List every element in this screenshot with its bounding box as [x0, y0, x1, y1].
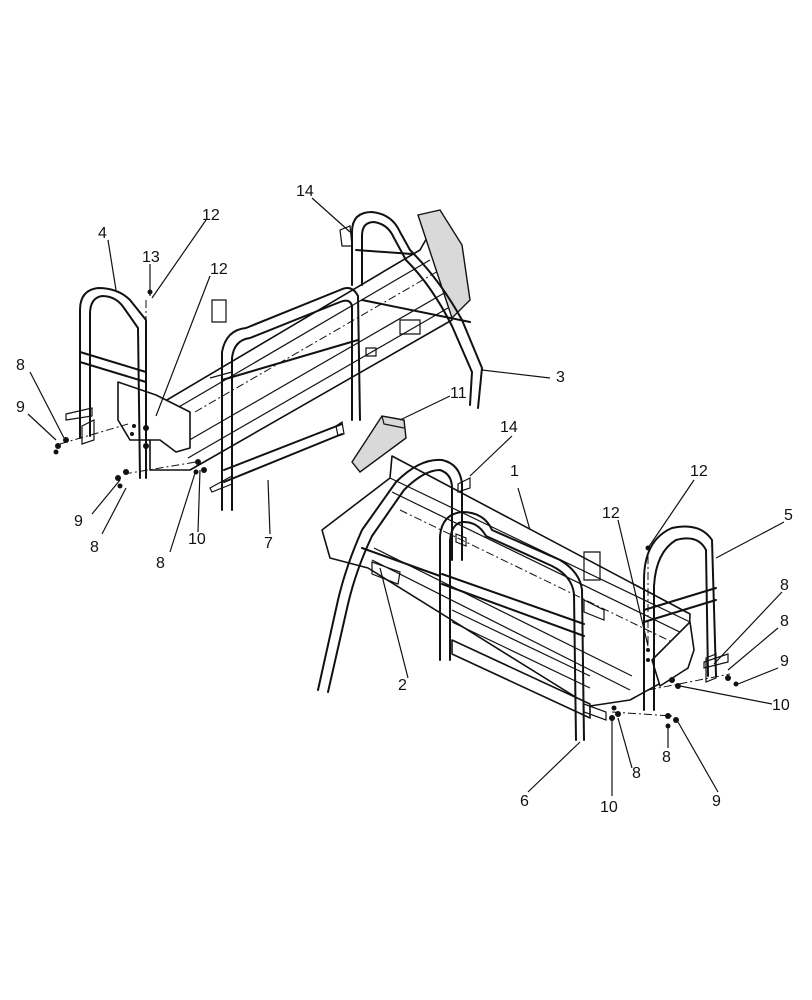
callout-9-lower-right: 9 [780, 653, 789, 670]
callout-11: 11 [450, 385, 467, 402]
handrail-3 [351, 211, 483, 409]
callout-12-upper-2: 12 [210, 261, 228, 278]
bracket-11 [351, 415, 407, 473]
handrail-5 [643, 525, 717, 711]
callout-10-upper: 10 [188, 531, 206, 548]
callout-7: 7 [264, 535, 273, 552]
upper-left-end-plate [117, 381, 191, 453]
callout-9-upper-left: 9 [16, 399, 25, 416]
callout-2: 2 [398, 677, 407, 694]
upper-end-plate [417, 209, 471, 320]
lower-side-panel [451, 639, 591, 719]
callout-8-lower-bottom: 8 [662, 749, 671, 766]
callout-9-upper-mid: 9 [74, 513, 83, 530]
hardware-upper-left [53, 289, 207, 489]
callout-14-upper: 14 [296, 183, 314, 200]
callout-8-lower-mid: 8 [632, 765, 641, 782]
callout-8-lower-right-2: 8 [780, 613, 789, 630]
callout-8-upper-right: 8 [156, 555, 165, 572]
callout-10-lower-bottom: 10 [600, 799, 618, 816]
callout-12-upper-1: 12 [202, 207, 220, 224]
hardware-lower-right [609, 545, 739, 729]
callout-12-lower-1: 12 [690, 463, 708, 480]
lower-walkway-assembly [317, 455, 739, 741]
handrail-7 [221, 287, 361, 511]
callout-labels: 14 12 4 13 12 8 9 3 11 14 1 12 9 8 10 7 … [16, 183, 793, 816]
callout-13: 13 [142, 249, 160, 266]
callout-3: 3 [556, 369, 565, 386]
callout-6: 6 [520, 793, 529, 810]
callout-12-lower-2: 12 [602, 505, 620, 522]
callout-8-upper-mid: 8 [90, 539, 99, 556]
handrail-6 [439, 511, 585, 741]
callout-8-upper-left: 8 [16, 357, 25, 374]
callout-4: 4 [98, 225, 107, 242]
callout-1: 1 [510, 463, 519, 480]
callout-9-lower-bottom: 9 [712, 793, 721, 810]
handrail-2 [317, 458, 463, 691]
handrail-4 [79, 287, 147, 479]
callout-8-lower-right-1: 8 [780, 577, 789, 594]
callout-14-lower: 14 [500, 419, 518, 436]
callout-10-lower-right: 10 [772, 697, 790, 714]
upper-walkway-assembly [53, 209, 483, 511]
leader-lines [27, 197, 785, 796]
callout-5: 5 [784, 507, 793, 524]
